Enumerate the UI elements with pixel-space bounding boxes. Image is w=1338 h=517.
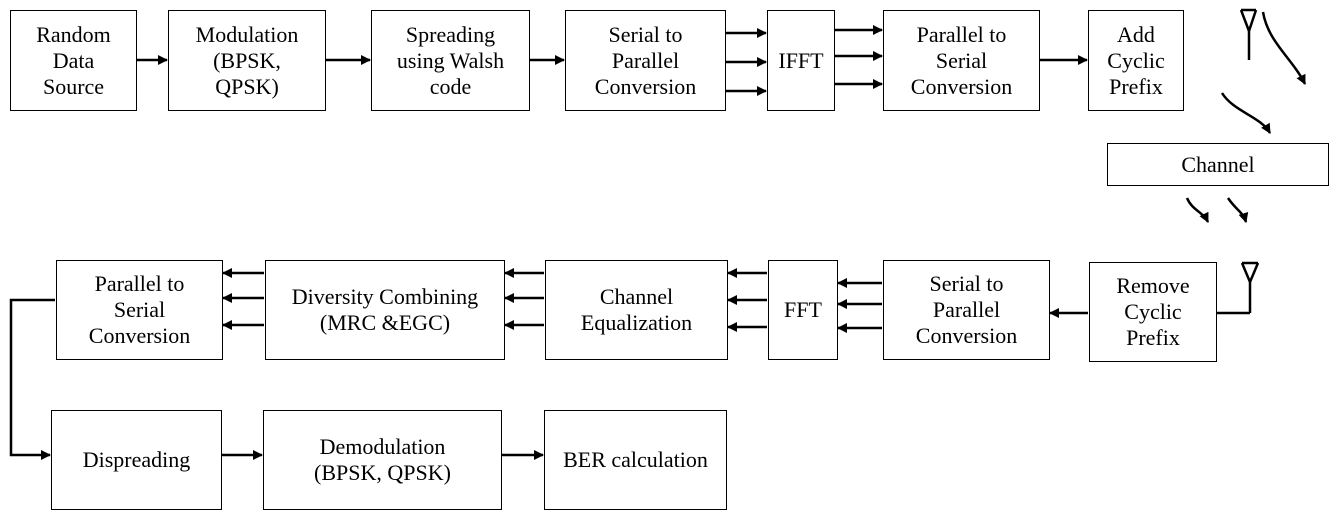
channel-block: Channel — [1107, 143, 1329, 186]
spreading-block: Spreading using Walsh code — [371, 10, 530, 111]
serial-to-parallel-rx-block: Serial to Parallel Conversion — [883, 260, 1050, 360]
wave-arrow-2 — [1220, 92, 1272, 134]
arrow-p2s-to-dispreading — [9, 298, 55, 460]
rx-antenna-icon — [1217, 261, 1260, 315]
serial-to-parallel-tx-block: Serial to Parallel Conversion — [565, 10, 726, 111]
diversity-combining-block: Diversity Combining (MRC &EGC) — [265, 260, 505, 360]
random-data-source-block: Random Data Source — [10, 10, 137, 111]
wave-arrow-4 — [1226, 197, 1249, 223]
parallel-to-serial-rx-block: Parallel to Serial Conversion — [56, 260, 223, 360]
ber-calculation-block: BER calculation — [544, 410, 727, 510]
channel-equalization-block: Channel Equalization — [545, 260, 728, 360]
fft-block: FFT — [768, 260, 838, 360]
remove-cyclic-prefix-block: Remove Cyclic Prefix — [1089, 262, 1217, 362]
ifft-block: IFFT — [767, 10, 835, 111]
modulation-block: Modulation (BPSK, QPSK) — [168, 10, 326, 111]
dispreading-block: Dispreading — [51, 410, 222, 510]
wave-arrow-1 — [1261, 11, 1307, 85]
wave-arrow-3 — [1185, 197, 1210, 223]
add-cyclic-prefix-block: Add Cyclic Prefix — [1088, 10, 1184, 111]
parallel-to-serial-tx-block: Parallel to Serial Conversion — [883, 10, 1040, 111]
demodulation-block: Demodulation (BPSK, QPSK) — [263, 410, 502, 510]
tx-antenna-icon — [1239, 8, 1258, 60]
